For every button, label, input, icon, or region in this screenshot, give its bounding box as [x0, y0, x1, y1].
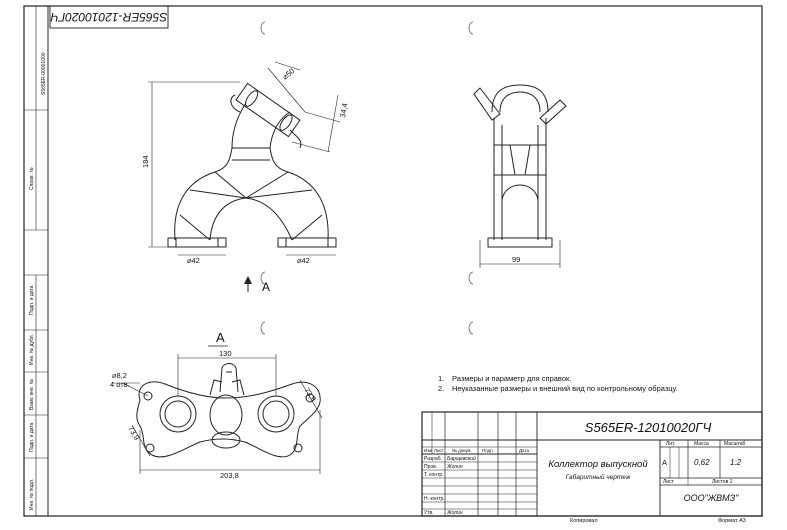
sheets-label: Листов 1: [712, 479, 733, 485]
dim-hole: ⌀8,2: [112, 371, 127, 380]
side-field-inv-dubl: Инв. № дубл.: [29, 334, 35, 365]
col-date: Дата: [519, 448, 529, 453]
side-field-podp2: Подп. и дата: [29, 422, 35, 452]
role-razrab: Разраб.: [424, 456, 442, 462]
sheet-label: Лист: [663, 479, 675, 485]
top-stamp-code: S565ER-12010020ГЧ: [50, 10, 168, 24]
side-field-vzam: Взам. инв. №: [29, 379, 35, 410]
role-nkontr: Н. контр.: [424, 496, 445, 502]
lit-value: А: [662, 458, 667, 467]
role-utv: Утв.: [424, 510, 434, 516]
dim-130: 130: [219, 349, 232, 358]
dim-73-9-right: 73,9: [302, 386, 318, 403]
doc-type: Габаритный чертеж: [566, 473, 631, 481]
view-a: [136, 363, 321, 458]
top-stamp-box: [49, 5, 169, 29]
col-list: Лист: [434, 448, 444, 453]
role-tkontr: Т. контр.: [424, 472, 444, 478]
dim-184: 184: [141, 155, 150, 168]
dim-diam50: ⌀50: [281, 66, 297, 81]
note-1: Размеры и параметр для справок.: [452, 374, 571, 383]
name-utv: Жолин: [446, 510, 463, 516]
name-razrab: Барщевский: [447, 455, 476, 462]
svg-text:1.: 1.: [438, 374, 444, 383]
mass-value: 0,62: [694, 458, 710, 467]
footer-copied: Копировал: [570, 518, 598, 524]
arrow-label: A: [262, 280, 270, 294]
mass-header: Масса: [694, 441, 709, 447]
role-prov: Пров.: [424, 464, 437, 470]
company-name: ООО"ЖВМЗ": [684, 493, 739, 503]
dim-left-port: ⌀42: [187, 256, 200, 265]
dim-73-9-left: 73,9: [126, 425, 141, 442]
dim-holes-count: 4 отв.: [110, 380, 130, 389]
drawing-code: S565ER-12010020ГЧ: [585, 420, 712, 435]
col-podp: Подп.: [482, 448, 494, 453]
title-block: [421, 411, 763, 517]
lit-header: Лит.: [666, 441, 675, 447]
dim-99: 99: [512, 255, 520, 264]
side-field-inv-podl: Инв. № подл.: [29, 479, 35, 510]
scale-value: 1:2: [730, 458, 742, 467]
side-field-spravka: Справ. №: [29, 167, 35, 190]
view-a-dims: [112, 354, 323, 474]
front-view: [167, 82, 337, 248]
dim-203-8: 203,8: [220, 471, 239, 480]
col-izm: Изм: [424, 448, 432, 453]
part-name: Коллектор выпускной: [548, 459, 648, 470]
side-field-podp1: Подп. и дата: [29, 285, 35, 315]
side-view: [473, 84, 567, 248]
front-dims: [148, 61, 341, 256]
scale-header: Масштаб: [724, 441, 746, 447]
col-docnum: № докум.: [452, 448, 472, 453]
dim-34-4: 34,4: [338, 102, 349, 118]
outer-frame: [23, 5, 763, 517]
svg-text:2.: 2.: [438, 384, 444, 393]
side-stamp-code: S565ER-00001000: [41, 52, 47, 95]
name-prov: Жолин: [446, 464, 463, 470]
note-2: Неуказанные размеры и внешний вид по кон…: [452, 384, 678, 393]
dim-right-port: ⌀42: [297, 256, 310, 265]
section-label: A: [216, 330, 225, 345]
footer-format: Формат А3: [718, 518, 746, 524]
view-arrow: [244, 276, 252, 292]
